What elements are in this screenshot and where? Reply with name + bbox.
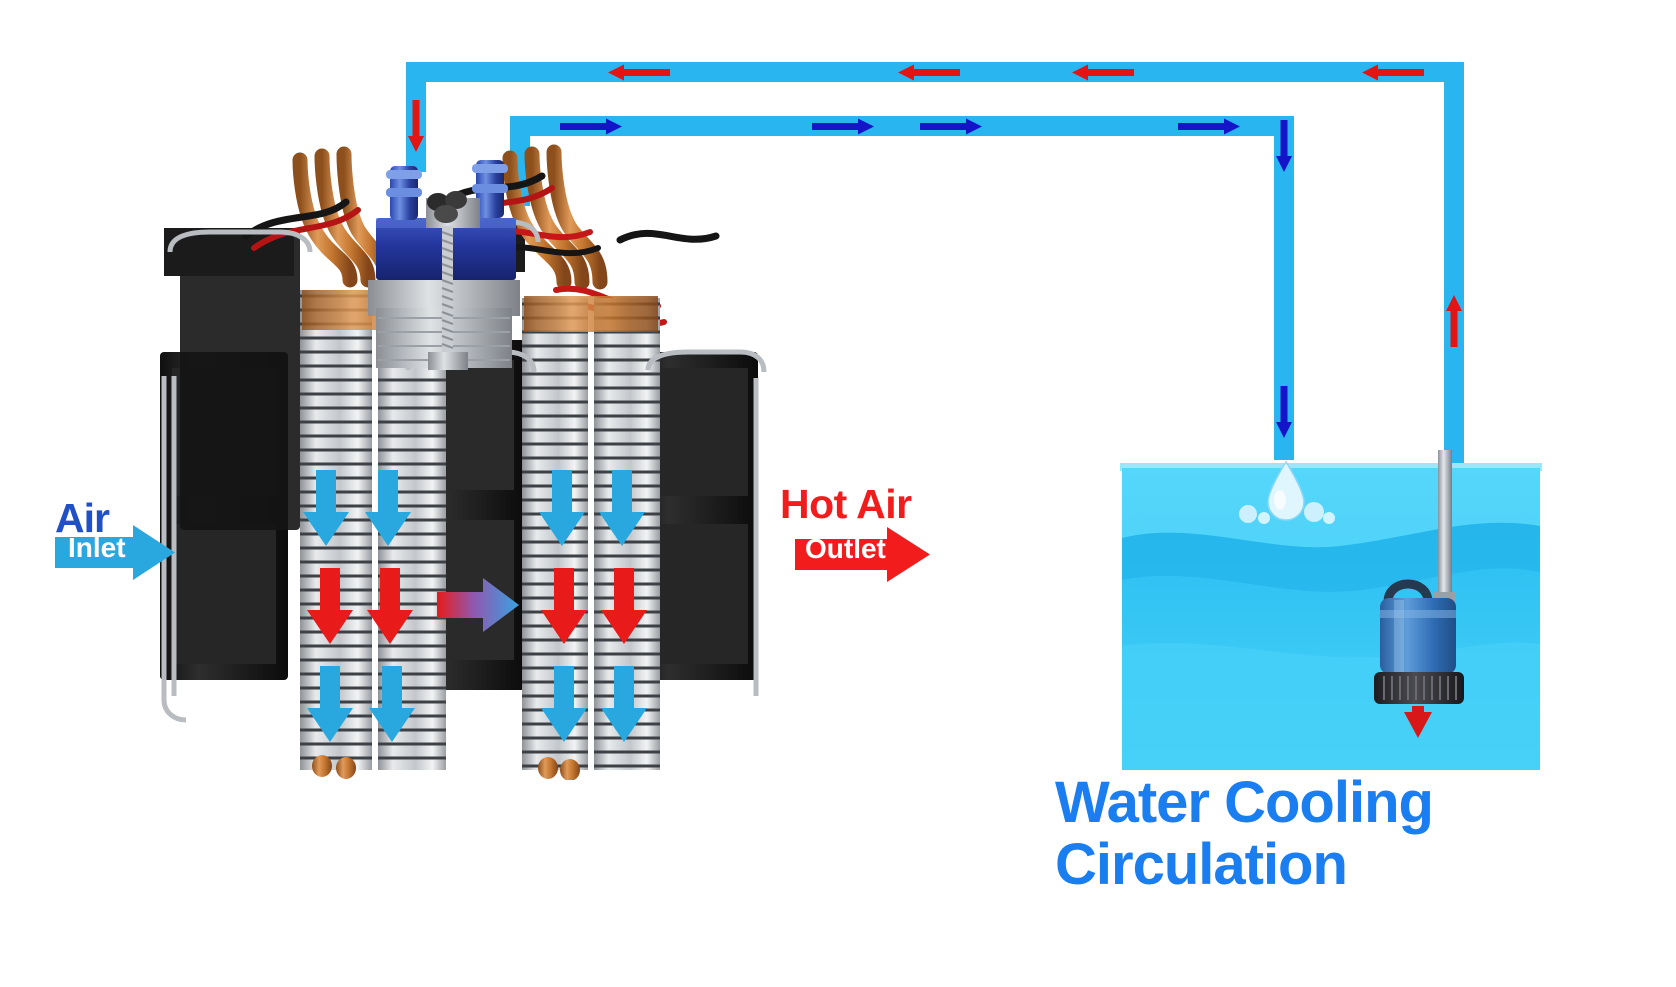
water-bubbles-icon <box>1239 502 1335 524</box>
water-cooling-circulation-title: Water Cooling Circulation <box>1055 772 1575 896</box>
pipe-arrow-cold-3 <box>920 118 982 135</box>
hot-arrow-4 <box>601 568 647 644</box>
barb-left <box>386 166 422 220</box>
thermoelectric-cooler-assembly <box>150 140 770 781</box>
pipe-arrow-hot-3 <box>1072 64 1134 81</box>
pipe-arrow-cold-down-2 <box>1276 386 1292 438</box>
fan-left-front <box>180 230 300 530</box>
pipe-cold-horizontal <box>510 116 1294 136</box>
cold-arrow-7 <box>541 666 587 742</box>
cold-arrow-8 <box>601 666 647 742</box>
fan-right-rear <box>630 352 758 680</box>
copper-base-right <box>524 296 658 332</box>
outlet-label-text: Outlet <box>805 533 886 564</box>
title-line-1: Water Cooling <box>1055 770 1434 835</box>
cooler-svg <box>160 144 767 781</box>
cold-arrow-3 <box>307 666 353 742</box>
hot-air-outlet-label: Hot Air <box>780 483 912 525</box>
inlet-label-text: Inlet <box>68 532 126 563</box>
hot-air-outlet-arrow-icon <box>795 527 930 582</box>
tank-water-svg <box>1122 468 1540 770</box>
air-label-text: Air <box>55 495 110 541</box>
cold-arrow-2 <box>365 470 411 546</box>
water-drop-icon <box>1267 460 1305 521</box>
cold-arrow-5 <box>539 470 585 546</box>
hot-arrow-1 <box>307 568 353 644</box>
air-inlet-arrow-icon <box>55 525 175 580</box>
cold-arrow-1 <box>303 470 349 546</box>
pipe-arrow-hot-2 <box>898 64 960 81</box>
title-line-2: Circulation <box>1055 832 1348 897</box>
hot-arrow-2 <box>367 568 413 644</box>
pipe-arrow-cold-2 <box>812 118 874 135</box>
pipe-arrow-cold-4 <box>1178 118 1240 135</box>
water-reservoir <box>1122 468 1540 770</box>
pipe-arrow-cold-1 <box>560 118 622 135</box>
air-inlet-label: Air <box>55 495 110 541</box>
pipe-arrow-hot-1 <box>608 64 670 81</box>
cold-arrow-6 <box>599 470 645 546</box>
barb-right <box>472 160 508 218</box>
pipe-arrow-hot-down-left <box>408 100 424 152</box>
pipe-arrow-hot-4 <box>1362 64 1424 81</box>
pipe-arrow-hot-up-right <box>1446 295 1462 347</box>
crossflow-gradient-arrow <box>437 578 519 632</box>
pipe-hot-vertical-right <box>1444 62 1464 467</box>
cold-arrow-4 <box>369 666 415 742</box>
hot-air-label-text: Hot Air <box>780 481 912 527</box>
hot-arrow-3 <box>541 568 587 644</box>
heat-pipe-tips <box>312 755 580 781</box>
pipe-cold-vertical-right <box>1274 116 1294 460</box>
water-block <box>368 160 520 370</box>
pipe-arrow-cold-down-1 <box>1276 120 1292 172</box>
submersible-pump <box>1370 450 1480 745</box>
pump-svg <box>1374 450 1464 738</box>
tank-rim <box>1120 463 1542 471</box>
